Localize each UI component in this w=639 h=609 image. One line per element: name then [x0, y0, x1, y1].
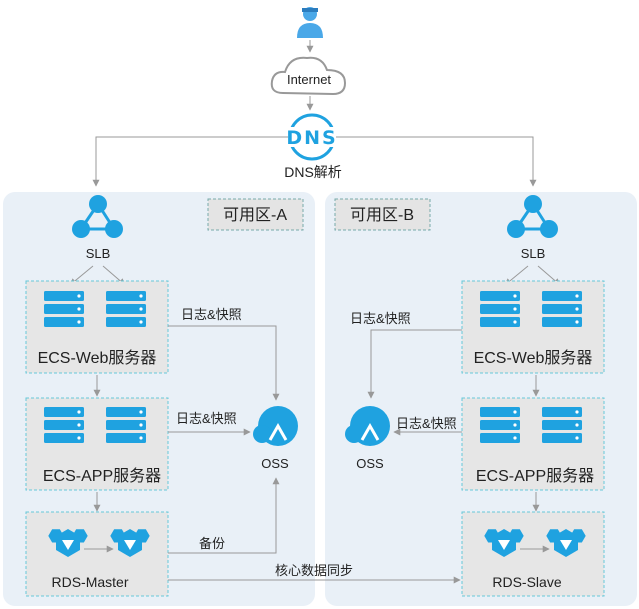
web-a-label: ECS-Web服务器 [38, 349, 157, 367]
edge-web-a-oss [168, 325, 280, 401]
cloud-icon [270, 56, 347, 96]
edge-label-backup: 备份 [199, 536, 225, 551]
edge-label-log-web-a: 日志&快照 [181, 307, 242, 322]
slb-a-label: SLB [86, 246, 111, 261]
edge-label-log-app-b: 日志&快照 [396, 416, 457, 431]
zone-b-label: 可用区-B [350, 207, 414, 224]
user-icon [297, 7, 323, 38]
web-b-label: ECS-Web服务器 [474, 349, 593, 367]
zone-b-label-box [334, 198, 431, 231]
edge-web-b-oss [367, 329, 462, 399]
server-icon [44, 407, 84, 443]
server-icon [480, 291, 520, 327]
edge-label-sync: 核心数据同步 [275, 563, 353, 578]
edge-dns-slb-b [336, 136, 537, 187]
zone-a-label: 可用区-A [223, 207, 287, 224]
dns-label: DNS解析 [284, 164, 342, 180]
server-icon [542, 407, 582, 443]
edge-label-log-app-a: 日志&快照 [176, 411, 237, 426]
rds-master-label: RDS-Master [51, 574, 128, 590]
slb-b-label: SLB [521, 246, 546, 261]
server-icon [542, 291, 582, 327]
slb-b-icon [507, 195, 558, 238]
dns-logo-text: DNS [286, 127, 337, 149]
slb-a-icon [72, 195, 123, 238]
rds-slave-box [461, 511, 605, 597]
oss-b-icon [345, 406, 390, 446]
server-icon [106, 291, 146, 327]
oss-b-label: OSS [356, 456, 384, 471]
edge-label-log-web-b: 日志&快照 [350, 311, 411, 326]
internet-label: Internet [287, 72, 331, 87]
rds-master-box [25, 511, 169, 597]
edge-dns-slb-a [92, 136, 288, 187]
app-a-label: ECS-APP服务器 [43, 467, 161, 485]
zone-a-label-box [207, 198, 304, 231]
server-icon [44, 291, 84, 327]
dns-icon: DNS [282, 113, 342, 161]
edge-backup [168, 477, 280, 554]
server-icon [480, 407, 520, 443]
rds-slave-label: RDS-Slave [492, 574, 561, 590]
oss-a-icon [253, 406, 298, 446]
server-icon [106, 407, 146, 443]
app-b-label: ECS-APP服务器 [476, 467, 594, 485]
oss-a-label: OSS [261, 456, 289, 471]
